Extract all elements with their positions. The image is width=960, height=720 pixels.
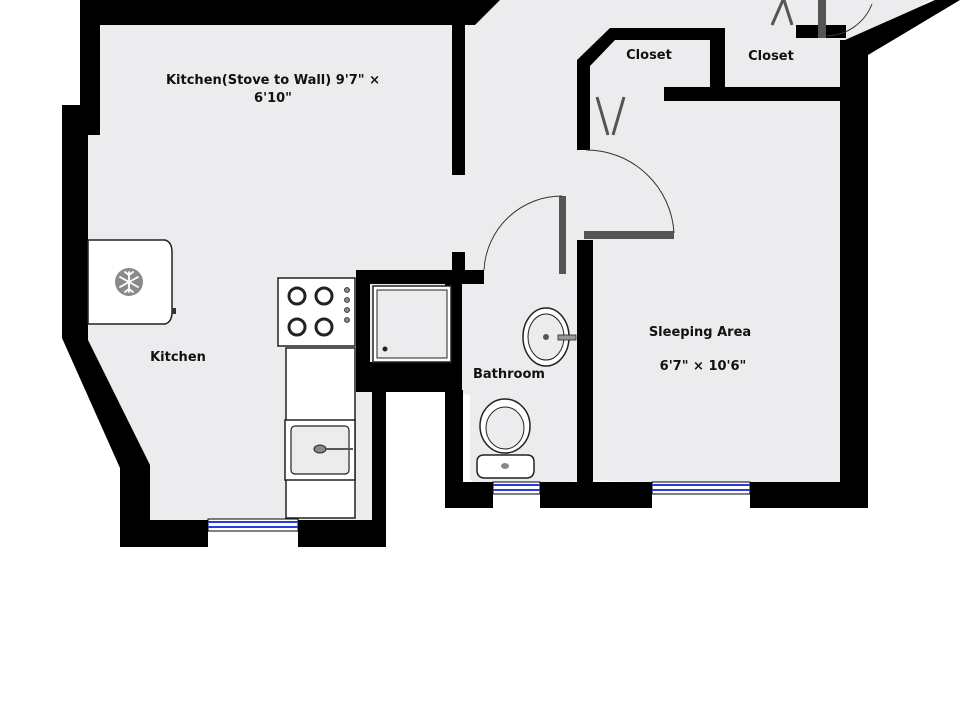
wall bbox=[452, 252, 465, 274]
bathroom-sink-icon bbox=[522, 307, 577, 367]
kitchen-label: Kitchen bbox=[150, 350, 206, 365]
shower-icon bbox=[372, 285, 452, 363]
wall bbox=[577, 240, 593, 490]
wall bbox=[845, 0, 960, 55]
toilet-icon bbox=[476, 398, 535, 479]
wall bbox=[80, 0, 475, 25]
windows bbox=[207, 481, 751, 532]
closet-left-label: Closet bbox=[626, 48, 672, 63]
sleeping-area-label: Sleeping Area bbox=[648, 325, 752, 340]
stove-icon bbox=[277, 277, 356, 347]
bathroom-window bbox=[492, 481, 541, 495]
closet-door-left bbox=[595, 96, 626, 136]
bathroom-label: Bathroom bbox=[473, 367, 545, 382]
kitchen-dimensions-line2: 6'10" bbox=[254, 91, 292, 106]
closet-door-right bbox=[770, 0, 873, 38]
walls bbox=[62, 0, 960, 547]
sleeping-area-door bbox=[584, 149, 675, 239]
wall bbox=[298, 520, 385, 547]
wall bbox=[62, 105, 150, 520]
closet-right-label: Closet bbox=[748, 49, 794, 64]
kitchen-dimensions-label: Kitchen(Stove to Wall) 9'7" × 6'10" bbox=[160, 72, 386, 108]
wall bbox=[475, 0, 500, 25]
wall bbox=[80, 0, 100, 135]
wall bbox=[356, 270, 370, 392]
fixtures bbox=[87, 239, 577, 519]
wall bbox=[445, 482, 493, 508]
wall bbox=[445, 390, 463, 508]
wall bbox=[372, 390, 386, 547]
refrigerator-icon bbox=[87, 239, 176, 325]
wall bbox=[452, 25, 465, 175]
doors bbox=[483, 0, 873, 274]
wall bbox=[356, 270, 484, 284]
kitchen-dimensions-line1: Kitchen(Stove to Wall) 9'7" × bbox=[165, 73, 380, 88]
sleeping-area-window bbox=[651, 481, 751, 495]
kitchen-window bbox=[207, 518, 299, 532]
wall bbox=[840, 40, 868, 508]
wall bbox=[664, 87, 850, 101]
bathroom-door bbox=[483, 195, 566, 274]
wall bbox=[710, 28, 725, 90]
wall bbox=[540, 482, 652, 508]
wall bbox=[120, 520, 208, 547]
wall bbox=[356, 362, 462, 392]
sink-icon bbox=[284, 419, 356, 481]
sleeping-area-dimensions: 6'7" × 10'6" bbox=[659, 359, 747, 374]
